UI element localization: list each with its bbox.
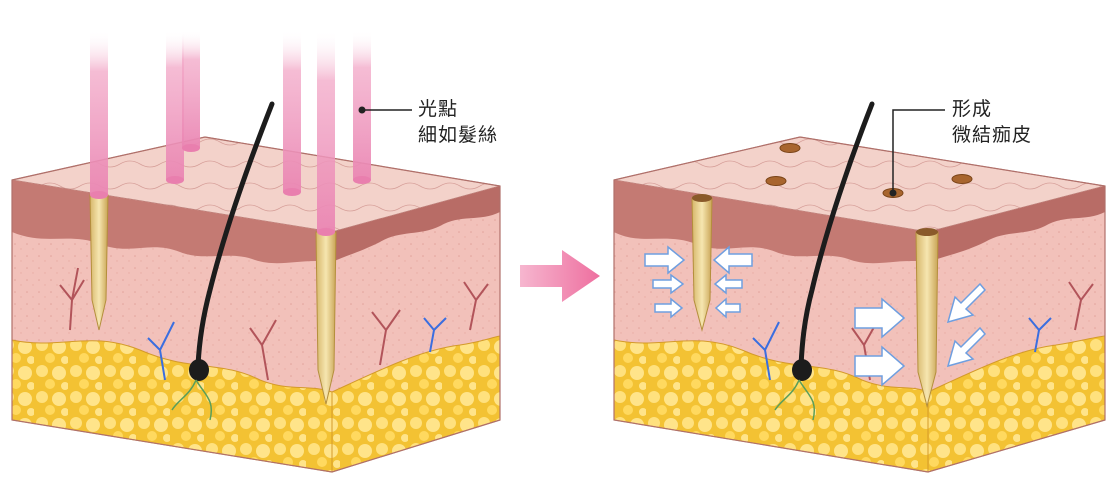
inward-arrow-icon (946, 326, 987, 368)
right-fat-side (927, 335, 1106, 473)
transition-arrow (520, 250, 600, 302)
left-vessel (59, 267, 85, 331)
left-hair-bulb (189, 359, 209, 381)
left-vessel (463, 281, 489, 331)
laser-beam (90, 30, 108, 195)
right-skin-block (613, 101, 1106, 473)
right-vein (752, 321, 780, 381)
scab (779, 143, 801, 153)
inward-arrow-icon (714, 297, 741, 319)
right-hair-bulb (792, 359, 812, 381)
left-callout-line2: 細如髮絲 (418, 124, 499, 146)
right-vein (1028, 317, 1052, 353)
inward-arrow-icon (652, 273, 685, 295)
right-vessel (1068, 281, 1094, 331)
inward-arrow-icon (712, 245, 753, 275)
inward-arrow-icon (946, 282, 987, 324)
left-skin-block (11, 30, 501, 473)
right-callout-label: 形成 微結痂皮 (952, 96, 1032, 148)
inward-arrow-icon (854, 345, 906, 387)
right-nerve (774, 379, 815, 421)
inward-arrow-icon (854, 297, 906, 339)
remodel-arrows (644, 245, 987, 387)
left-vessel (371, 309, 401, 366)
micro-scabs (765, 143, 973, 198)
inward-arrow-icon (654, 297, 684, 319)
left-hair-shaft (195, 101, 275, 369)
left-callout-line1: 光點 (418, 98, 459, 120)
right-callout-dot (889, 189, 897, 197)
left-fat-side (331, 335, 501, 473)
left-nerve (171, 379, 212, 421)
left-vein (423, 317, 447, 353)
right-epidermis-side (928, 186, 1105, 262)
right-hair-shaft (798, 101, 875, 369)
laser-beams (90, 30, 371, 236)
laser-beam (166, 30, 184, 180)
laser-beam (283, 30, 301, 192)
laser-beam (182, 30, 200, 148)
scab (951, 174, 973, 184)
scab (765, 176, 787, 186)
left-epidermis-side (332, 186, 500, 262)
left-callout-label: 光點 細如髮絲 (418, 96, 498, 148)
laser-beam (317, 30, 335, 232)
right-callout-line2: 微結痂皮 (952, 124, 1033, 146)
laser-beam (353, 30, 371, 180)
left-vessel (249, 319, 277, 381)
inward-arrow-icon (713, 273, 743, 295)
inward-arrow-icon (644, 245, 686, 275)
right-callout-leader (892, 109, 945, 193)
right-callout-line1: 形成 (952, 98, 993, 120)
left-callout-dot (358, 106, 366, 114)
left-vein (147, 321, 175, 381)
